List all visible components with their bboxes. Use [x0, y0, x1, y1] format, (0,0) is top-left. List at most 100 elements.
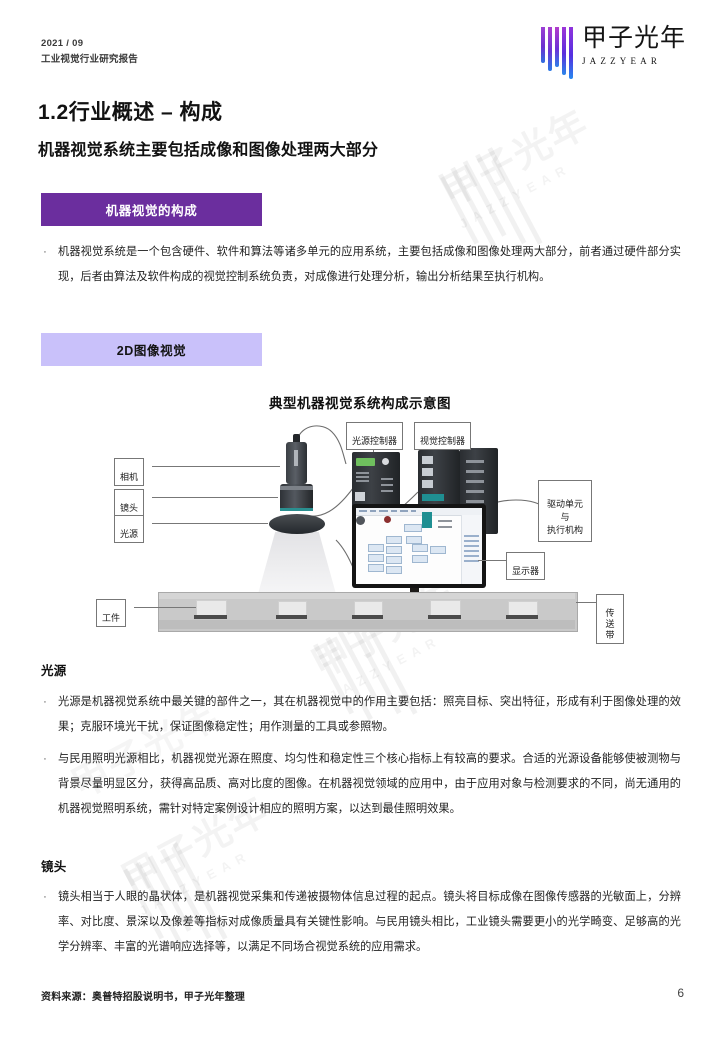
- diagram-label-workpiece: 工件: [96, 599, 127, 627]
- light-controller-dial-icon: [356, 516, 365, 525]
- workpiece-shadow: [428, 615, 461, 619]
- flow-node: [368, 554, 384, 562]
- light-controller-port-icon: [381, 490, 393, 492]
- diagram-label-camera: 相机: [114, 458, 145, 486]
- vision-controller-slot-icon: [466, 470, 484, 473]
- screen-toolbar: [356, 508, 482, 516]
- label-text: 镜头: [120, 503, 139, 513]
- workpiece-item: [508, 601, 538, 616]
- vision-controller-slot-icon: [466, 490, 484, 493]
- logo-name-cn: 甲子光年: [581, 25, 686, 52]
- logo-text: 甲子光年 JAZZYEAR: [582, 25, 686, 66]
- vision-controller-slot-icon: [466, 480, 484, 483]
- logo-name-en: JAZZYEAR: [581, 56, 662, 66]
- banner-2d-image-vision: 2D图像视觉: [41, 333, 262, 366]
- label-text: 光源控制器: [352, 436, 398, 446]
- flow-node: [430, 546, 446, 554]
- vision-controller-slot-icon: [466, 500, 484, 503]
- light-controller-port-icon: [356, 480, 369, 482]
- leader-line-lens: [152, 497, 278, 498]
- intro-bullet: · 机器视觉系统是一个包含硬件、软件和算法等诸多单元的应用系统，主要包括成像和图…: [41, 240, 681, 290]
- display-monitor: [352, 504, 486, 588]
- vision-controller-rj45-icon: [422, 468, 433, 476]
- label-text: 视觉控制器: [420, 436, 466, 446]
- flow-node: [368, 544, 384, 552]
- camera-marking-icon: [294, 450, 298, 466]
- flow-node: [412, 555, 428, 563]
- flow-node: [368, 564, 384, 572]
- label-text: 传送带: [605, 608, 615, 640]
- diagram-title: 典型机器视觉系统构成示意图: [269, 396, 451, 411]
- banner-label: 2D图像视觉: [116, 344, 187, 358]
- lens-ring-icon: [280, 486, 313, 490]
- flow-node: [386, 556, 402, 564]
- screen-side-panel: [461, 515, 482, 584]
- flow-node: [386, 536, 402, 544]
- bullet-text: 与民用照明光源相比，机器视觉光源在照度、均匀性和稳定性三个核心指标上有较高的要求…: [58, 753, 681, 815]
- vision-controller-rj45-icon: [422, 456, 433, 464]
- workpiece-item: [196, 600, 227, 616]
- diagram-canvas: 相机 镜头 光源 工件 光源控制器 视觉控制器 显示器 驱动单元 与 执行机构: [96, 420, 624, 644]
- workpiece-item: [354, 601, 383, 616]
- flow-node: [404, 524, 422, 532]
- lens-bullet-1: · 镜头相当于人眼的晶状体，是机器视觉采集和传递被摄物体信息过程的起点。镜头将目…: [41, 885, 681, 960]
- monitor-stand: [410, 580, 419, 598]
- light-controller-port-icon: [381, 484, 393, 486]
- conveyor-belt-lower-rail: [159, 620, 575, 629]
- diagram-label-vision-controller: 视觉控制器: [414, 422, 472, 450]
- light-source-ring: [269, 514, 325, 534]
- leader-line-camera: [152, 466, 280, 467]
- label-text: 驱动单元 与 执行机构: [547, 499, 584, 535]
- page-subtitle: 机器视觉系统主要包括成像和图像处理两大部分: [38, 142, 379, 159]
- workpiece-shadow: [276, 615, 307, 619]
- vision-controller-port-icon: [438, 520, 452, 522]
- leader-line-display: [478, 560, 506, 561]
- intro-bullet-text: 机器视觉系统是一个包含硬件、软件和算法等诸多单元的应用系统，主要包括成像和图像处…: [58, 246, 681, 283]
- logo-bars-icon: [540, 25, 573, 79]
- diagram-label-conveyor: 传送带: [596, 594, 624, 644]
- banner-machine-vision-composition: 机器视觉的构成: [41, 193, 262, 226]
- light-controller-knob-icon: [382, 458, 389, 465]
- bullet-text: 镜头相当于人眼的晶状体，是机器视觉采集和传递被摄物体信息过程的起点。镜头将目标成…: [58, 891, 681, 953]
- diagram-label-drive-unit: 驱动单元 与 执行机构: [538, 480, 593, 542]
- camera-connector-icon: [293, 434, 300, 442]
- brand-logo: 甲子光年 JAZZYEAR: [540, 25, 686, 79]
- monitor-screen: [356, 508, 482, 584]
- vision-controller-terminal-icon: [422, 512, 432, 528]
- watermark-cn: 甲子光年: [435, 103, 596, 215]
- source-note: 资料来源：奥普特招股说明书，甲子光年整理: [41, 992, 245, 1003]
- vision-controller-terminal-icon: [422, 494, 444, 501]
- watermark: 甲子光年 JAZZYEAR: [430, 93, 605, 232]
- page-title: 1.2行业概述 – 构成: [38, 101, 223, 124]
- light-controller-indicator-icon: [384, 516, 391, 523]
- bullet-marker: ·: [43, 891, 47, 903]
- flow-node: [386, 566, 402, 574]
- workpiece-shadow: [194, 615, 227, 619]
- diagram-label-display: 显示器: [506, 552, 546, 580]
- flow-node: [406, 536, 422, 544]
- report-subtitle: 工业视觉行业研究报告: [41, 54, 139, 65]
- light-controller-display-icon: [356, 458, 375, 466]
- bullet-marker: ·: [43, 753, 47, 765]
- vision-controller-rj45-icon: [422, 480, 433, 488]
- light-source-bullet-1: · 光源是机器视觉系统中最关键的部件之一，其在机器视觉中的作用主要包括：照亮目标…: [41, 690, 681, 740]
- lens-teal-band-icon: [280, 508, 313, 511]
- section-heading-light-source: 光源: [41, 664, 67, 678]
- report-date: 2021 / 09: [41, 38, 84, 49]
- bullet-marker: ·: [43, 696, 47, 708]
- light-controller-port-icon: [356, 476, 369, 478]
- flow-node: [386, 546, 402, 554]
- leader-line-light-source: [152, 523, 268, 524]
- machine-vision-system-diagram: 典型机器视觉系统构成示意图: [96, 392, 624, 644]
- header-meta: 2021 / 09 工业视觉行业研究报告: [41, 36, 138, 68]
- banner-label: 机器视觉的构成: [105, 204, 198, 218]
- leader-line-workpiece: [134, 607, 196, 608]
- diagram-label-lens: 镜头: [114, 489, 145, 517]
- workpiece-shadow: [352, 615, 383, 619]
- label-text: 显示器: [512, 566, 540, 576]
- light-source-bullet-2: · 与民用照明光源相比，机器视觉光源在照度、均匀性和稳定性三个核心指标上有较高的…: [41, 747, 681, 822]
- light-controller-port-icon: [381, 478, 393, 480]
- vision-controller-slot-icon: [466, 460, 484, 463]
- label-text: 相机: [120, 472, 139, 482]
